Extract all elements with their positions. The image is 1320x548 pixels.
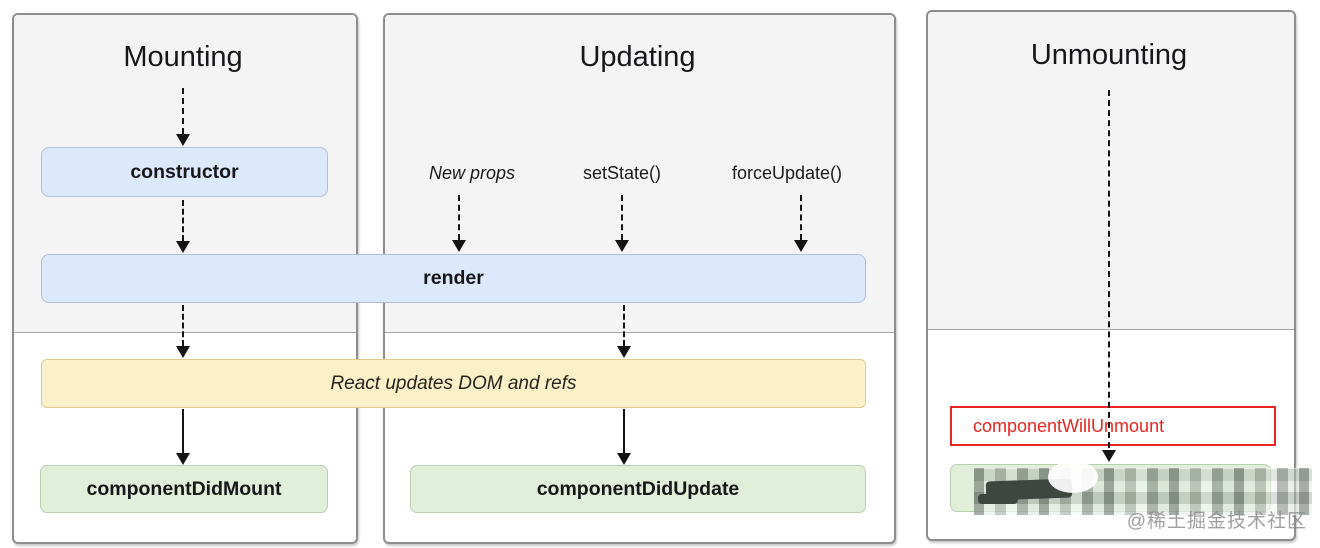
watermark: @稀土掘金技术社区 xyxy=(1126,511,1307,532)
arrowhead-newprops xyxy=(452,240,466,252)
constructor-box: constructor xyxy=(41,147,328,197)
react-updates-dom-label: React updates DOM and refs xyxy=(330,372,577,394)
arrowhead-render-left xyxy=(176,241,190,253)
updating-title: Updating xyxy=(579,41,696,73)
render-bar: render xyxy=(41,254,866,303)
arrowhead-constructor xyxy=(176,134,190,146)
mounting-title: Mounting xyxy=(123,41,243,73)
react-updates-dom-bar: React updates DOM and refs xyxy=(41,359,866,408)
arrow-newprops xyxy=(458,195,460,240)
component-did-mount-box: componentDidMount xyxy=(40,465,328,513)
unmounting-title: Unmounting xyxy=(1030,39,1188,71)
component-will-unmount-label: componentWillUnmount xyxy=(973,415,1165,436)
render-label: render xyxy=(423,267,484,289)
arrowhead-forceupdate xyxy=(794,240,808,252)
component-will-unmount-annotation: componentWillUnmount xyxy=(950,406,1276,446)
new-props-label: New props xyxy=(428,163,516,183)
force-update-label: forceUpdate() xyxy=(731,163,843,183)
panel-unmounting xyxy=(926,10,1296,541)
arrowhead-willunmount xyxy=(1102,450,1116,462)
arrow-domupdate-to-didmount xyxy=(182,409,184,453)
arrowhead-setstate xyxy=(615,240,629,252)
arrow-render-to-domupdate-mid xyxy=(623,305,625,346)
arrow-forceupdate xyxy=(800,195,802,240)
component-did-update-label: componentDidUpdate xyxy=(536,477,740,500)
constructor-label: constructor xyxy=(130,160,239,183)
arrowhead-domupdate-left xyxy=(176,346,190,358)
arrow-unmounting xyxy=(1108,90,1110,448)
arrow-title-to-constructor xyxy=(182,88,184,134)
panel-unmounting-gray-section xyxy=(928,12,1294,330)
arrowhead-domupdate-mid xyxy=(617,346,631,358)
censor-white-spot xyxy=(1048,461,1098,493)
arrowhead-didmount xyxy=(176,453,190,465)
arrow-domupdate-to-didupdate xyxy=(623,409,625,453)
arrowhead-didupdate xyxy=(617,453,631,465)
arrow-render-to-domupdate-left xyxy=(182,305,184,346)
arrow-constructor-to-render xyxy=(182,200,184,241)
component-did-update-box: componentDidUpdate xyxy=(410,465,866,513)
arrow-setstate xyxy=(621,195,623,240)
component-did-mount-label: componentDidMount xyxy=(86,477,282,500)
censored-text-fragment-2 xyxy=(978,494,1018,504)
set-state-label: setState() xyxy=(582,163,662,183)
